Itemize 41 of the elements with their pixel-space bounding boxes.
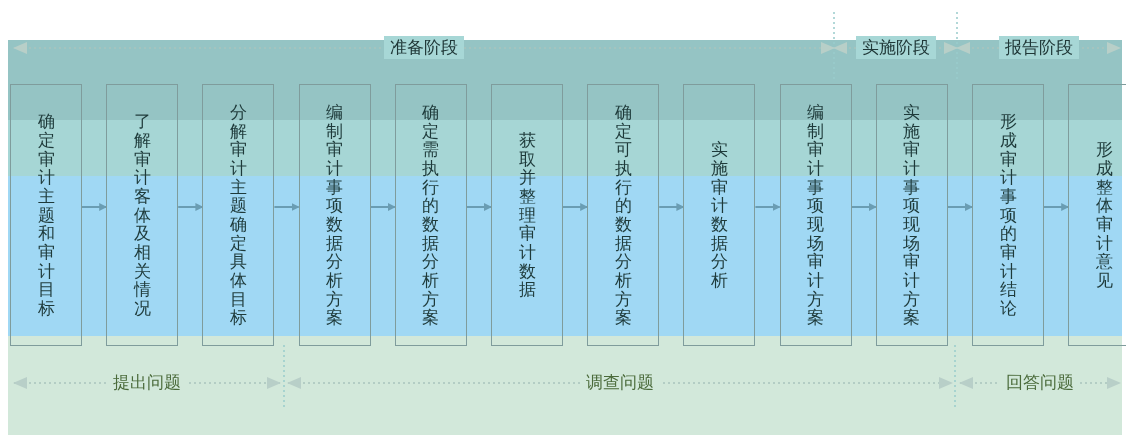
arrow xyxy=(850,203,877,211)
step-text: 了解审计客体及相关情况 xyxy=(133,112,151,318)
step-text: 确定审计主题和审计目标 xyxy=(37,112,55,318)
process-box xyxy=(394,84,467,346)
process-box xyxy=(202,84,275,346)
arrow xyxy=(754,203,781,211)
process-box xyxy=(491,84,563,346)
question-label: 提出问题 xyxy=(107,371,187,394)
arrow xyxy=(658,203,685,211)
process-box xyxy=(875,84,948,346)
arrow xyxy=(273,203,300,211)
arrow xyxy=(946,203,973,211)
step-text: 确定可执行的数据分析方案 xyxy=(614,102,632,328)
step-text: 实施审计数据分析 xyxy=(710,140,728,290)
phase-label: 实施阶段 xyxy=(855,36,936,59)
process-box xyxy=(683,84,756,346)
arrow xyxy=(465,203,492,211)
arrow xyxy=(1043,203,1070,211)
process-box xyxy=(1068,84,1126,346)
step-text: 编制审计事项现场审计方案 xyxy=(807,102,825,328)
step-text: 确定需执行的数据分析方案 xyxy=(422,102,440,328)
arrow xyxy=(177,203,204,211)
phase-label: 报告阶段 xyxy=(998,36,1079,59)
arrow xyxy=(369,203,396,211)
question-label: 调查问题 xyxy=(580,371,660,394)
process-box xyxy=(779,84,852,346)
step-text: 实施审计事项现场审计方案 xyxy=(903,102,921,328)
step-text: 获取并整理审计数据 xyxy=(518,130,536,300)
process-box xyxy=(106,84,179,346)
process-box xyxy=(587,84,660,346)
question-label: 回答问题 xyxy=(1000,371,1080,394)
arrow xyxy=(81,203,108,211)
arrow xyxy=(562,203,589,211)
phase-label: 准备阶段 xyxy=(384,36,464,59)
process-box xyxy=(298,84,371,346)
process-box xyxy=(10,84,82,346)
step-text: 分解审计主题确定具体目标 xyxy=(229,102,247,328)
process-box xyxy=(972,84,1044,346)
step-text: 形成整体审计意见 xyxy=(1095,140,1113,290)
step-text: 编制审计事项数据分析方案 xyxy=(326,102,344,328)
step-text: 形成审计事项的审计结论 xyxy=(999,112,1017,318)
